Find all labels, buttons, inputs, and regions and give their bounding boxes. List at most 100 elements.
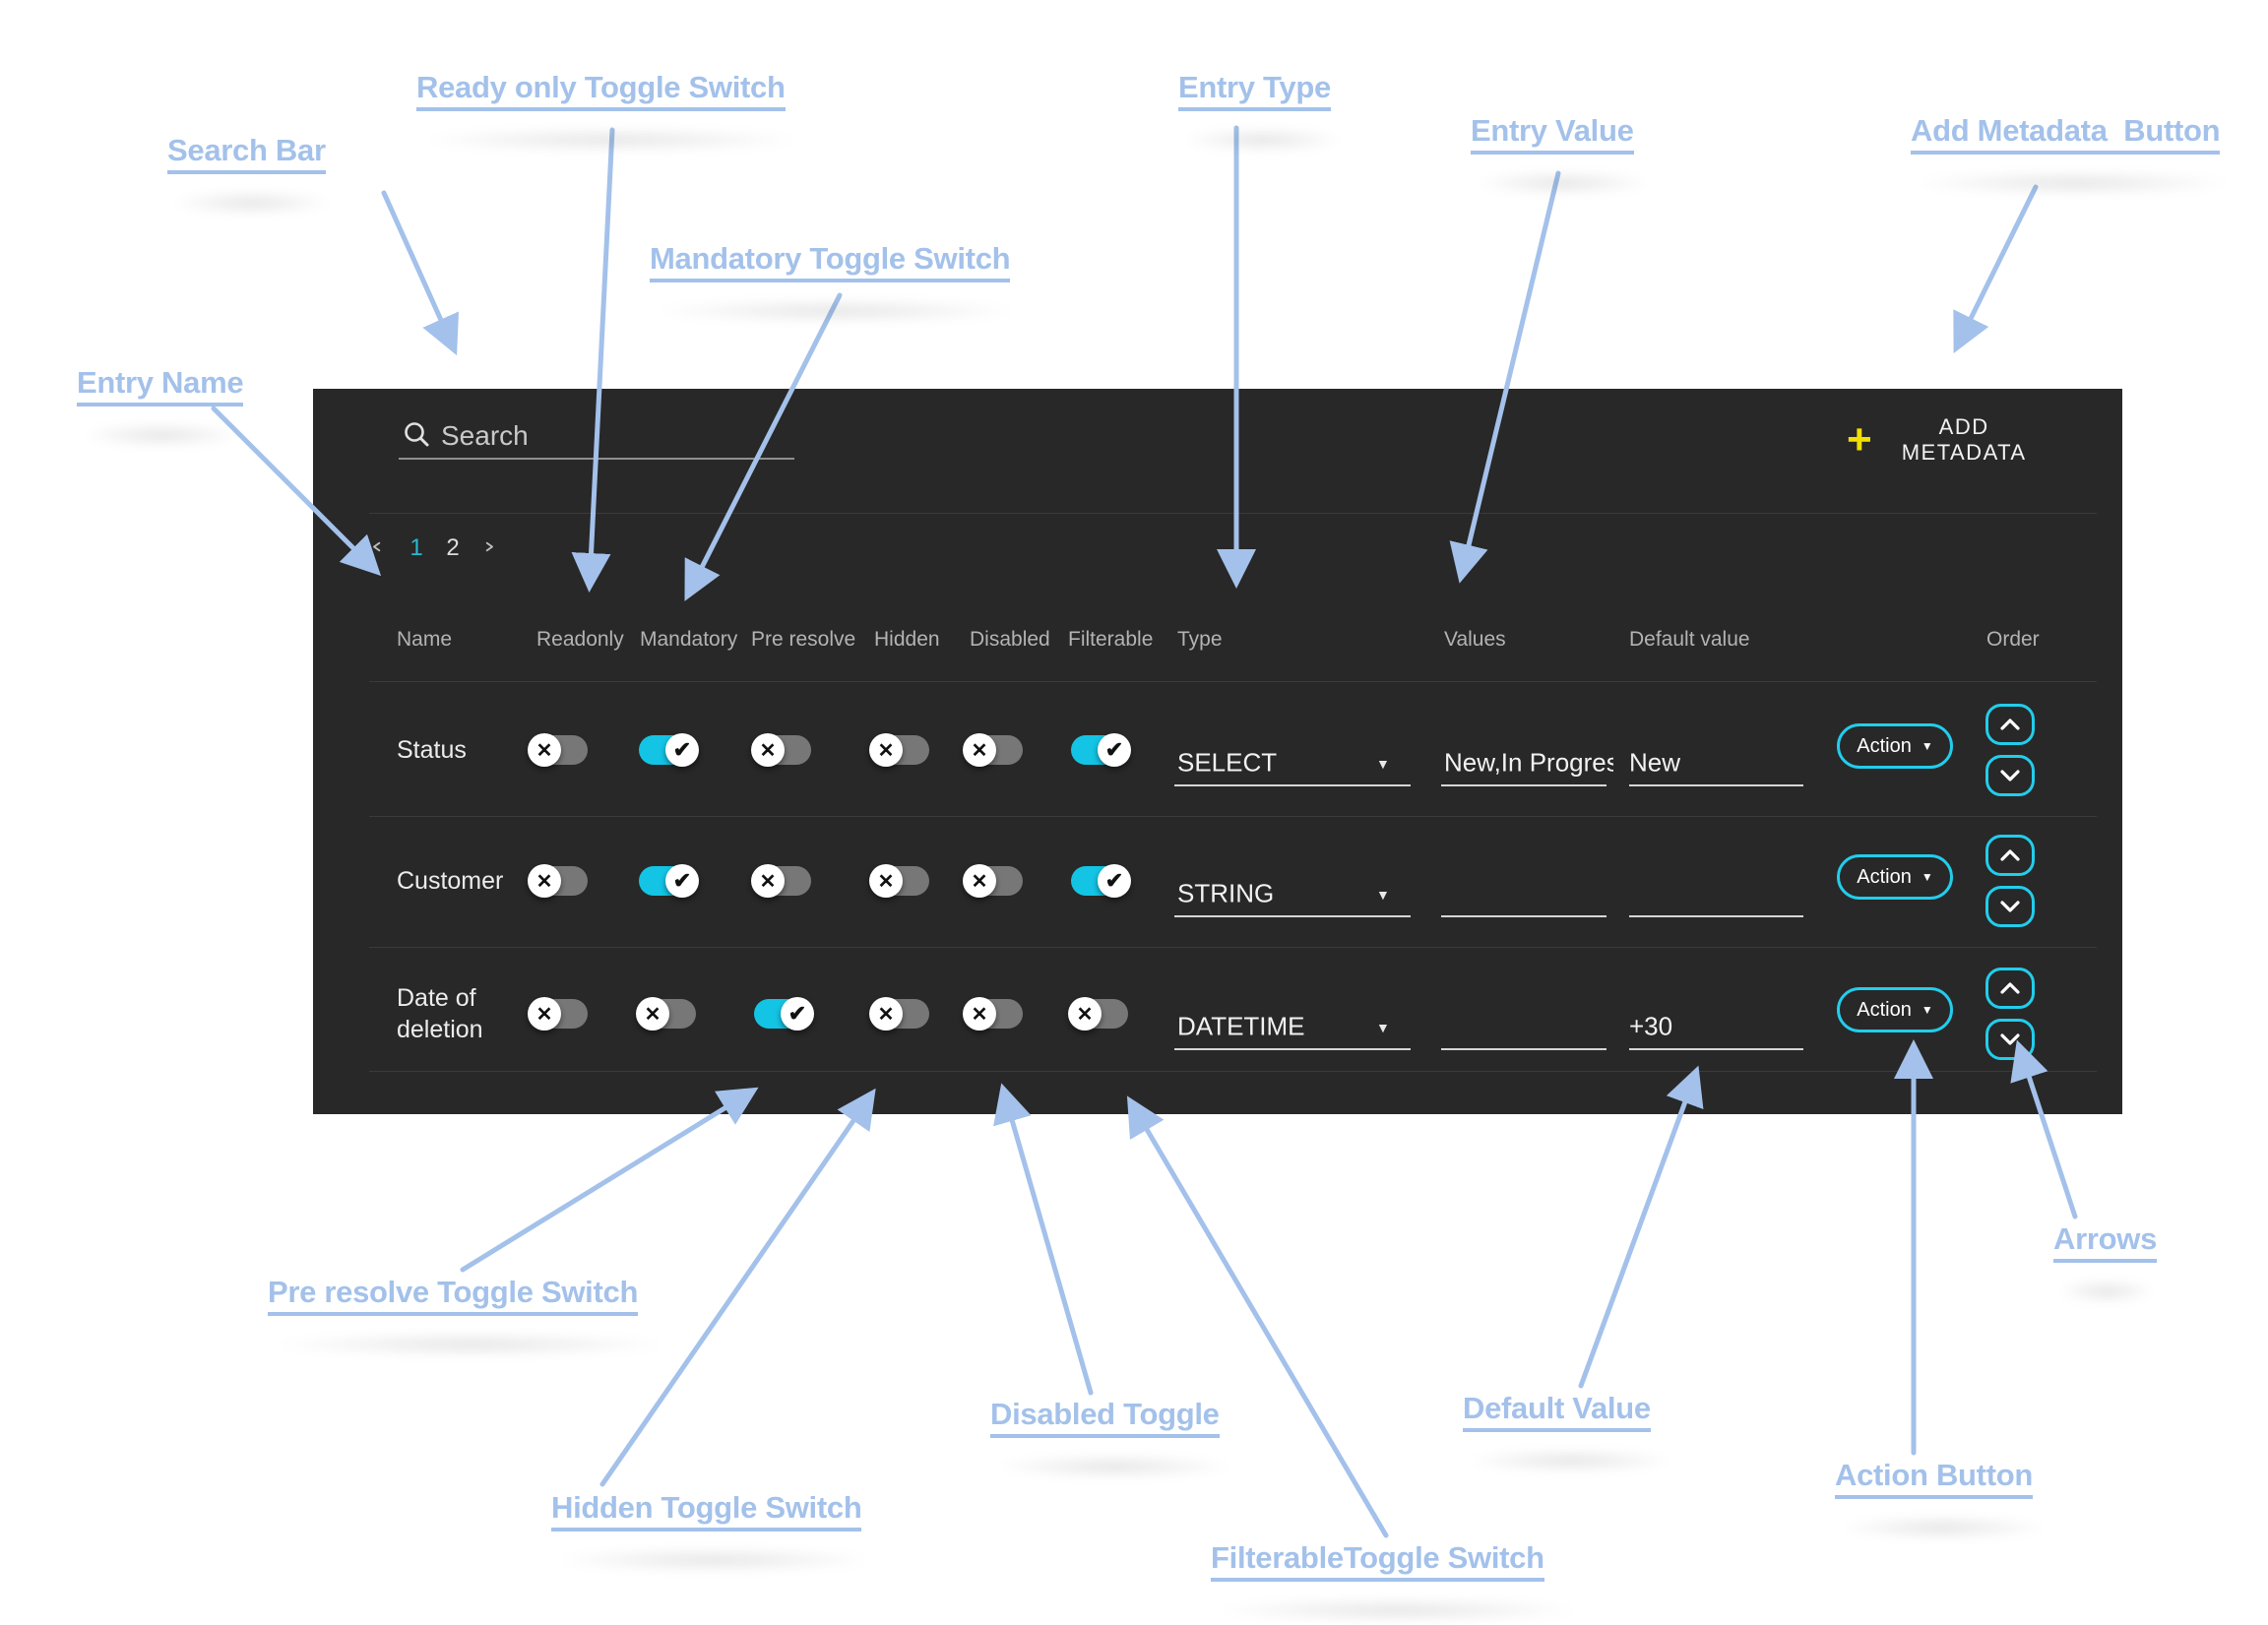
type-select[interactable]: DATETIME [1177, 1011, 1305, 1041]
hidden-toggle[interactable]: ✕ [869, 864, 929, 898]
default-value-field[interactable]: New [1629, 747, 1681, 778]
values-underline [1441, 1048, 1606, 1050]
readonly-toggle[interactable]: ✕ [528, 864, 588, 898]
check-icon: ✔ [665, 733, 699, 767]
disabled-toggle[interactable]: ✕ [963, 997, 1023, 1031]
annotation-filterable: FilterableToggle Switch [1211, 1541, 1544, 1582]
x-icon: ✕ [528, 997, 561, 1031]
label-shadow [83, 423, 240, 447]
label-shadow [557, 1548, 872, 1572]
x-icon: ✕ [1068, 997, 1102, 1031]
label-shadow [656, 299, 1018, 323]
action-caret-icon: ▼ [1921, 739, 1933, 753]
x-icon: ✕ [963, 733, 996, 767]
hidden-toggle[interactable]: ✕ [869, 733, 929, 767]
annotation-disabled: Disabled Toggle [990, 1398, 1220, 1438]
column-header-default: Default value [1629, 628, 1750, 651]
column-header-type: Type [1177, 628, 1223, 651]
values-underline [1441, 915, 1606, 917]
pagination-page-1[interactable]: 1 [404, 532, 428, 564]
order-up-button[interactable] [1985, 704, 2035, 745]
x-icon: ✕ [869, 733, 903, 767]
action-caret-icon: ▼ [1921, 870, 1933, 884]
label-shadow [173, 191, 331, 215]
preresolve-toggle[interactable]: ✕ [751, 864, 811, 898]
label-shadow [1841, 1516, 2046, 1539]
values-field[interactable]: New,In Progres [1444, 747, 1613, 778]
annotation-mandatory: Mandatory Toggle Switch [650, 242, 1011, 282]
label-shadow [996, 1455, 1232, 1478]
action-label: Action [1857, 865, 1912, 888]
readonly-toggle[interactable]: ✕ [528, 733, 588, 767]
filterable-toggle[interactable]: ✕ [1068, 997, 1128, 1031]
action-button[interactable]: Action▼ [1837, 723, 1953, 769]
column-header-readonly: Readonly [536, 628, 624, 651]
order-down-button[interactable] [1985, 886, 2035, 927]
column-header-mandatory: Mandatory [640, 628, 738, 651]
x-icon: ✕ [751, 864, 785, 898]
check-icon: ✔ [1098, 864, 1131, 898]
action-button[interactable]: Action ▼ [1837, 854, 1953, 900]
annotation-arrow-hidden [599, 1088, 876, 1487]
annotation-add-metadata: Add Metadata Button [1911, 114, 2221, 155]
default-value-underline [1629, 1048, 1803, 1050]
chevron-down-icon [2000, 901, 2020, 912]
action-caret-icon: ▼ [1921, 1003, 1933, 1017]
entry-name-cell: Date of deletion [397, 984, 483, 1043]
label-shadow [2059, 1280, 2154, 1303]
column-header-values: Values [1444, 628, 1506, 651]
disabled-toggle[interactable]: ✕ [963, 733, 1023, 767]
pagination-next-icon[interactable] [478, 539, 500, 558]
annotation-arrow-search-bar [381, 190, 459, 356]
add-metadata-label: ADD METADATA [1901, 414, 2027, 465]
column-header-name: Name [397, 628, 453, 651]
x-icon: ✕ [963, 997, 996, 1031]
label-shadow [1477, 171, 1650, 195]
annotation-arrow-add-metadata [1953, 184, 2039, 353]
column-header-filterable: Filterable [1068, 628, 1154, 651]
preresolve-toggle[interactable]: ✕ [751, 733, 811, 767]
order-up-button[interactable] [1985, 968, 2035, 1009]
column-header-hidden: Hidden [874, 628, 940, 651]
annotation-pre-resolve: Pre resolve Toggle Switch [268, 1276, 638, 1316]
pagination-prev-icon[interactable] [366, 539, 388, 558]
action-label: Action [1857, 998, 1912, 1021]
x-icon: ✕ [869, 864, 903, 898]
label-shadow [1469, 1449, 1673, 1472]
select-caret-icon: ▼ [1376, 756, 1390, 772]
order-down-button[interactable] [1985, 755, 2035, 796]
row-divider [369, 947, 2097, 948]
label-shadow [1917, 171, 2232, 195]
values-underline [1441, 784, 1606, 786]
add-metadata-button[interactable]: + ADD METADATA [1847, 414, 2027, 465]
search-underline [399, 458, 794, 460]
annotation-entry-type: Entry Type [1178, 71, 1331, 111]
mandatory-toggle[interactable]: ✔ [639, 733, 699, 767]
mandatory-toggle[interactable]: ✔ [639, 864, 699, 898]
x-icon: ✕ [636, 997, 669, 1031]
default-value-underline [1629, 915, 1803, 917]
default-value-field[interactable]: +30 [1629, 1011, 1673, 1041]
check-icon: ✔ [781, 997, 814, 1031]
column-header-preresolve: Pre resolve [751, 628, 856, 651]
annotation-entry-name: Entry Name [77, 366, 244, 406]
order-up-button[interactable] [1985, 835, 2035, 876]
hidden-toggle[interactable]: ✕ [869, 997, 929, 1031]
preresolve-toggle[interactable]: ✔ [754, 997, 814, 1031]
action-button[interactable]: Action ▼ [1837, 987, 1953, 1032]
mandatory-toggle[interactable]: ✕ [636, 997, 696, 1031]
annotation-default-value: Default Value [1463, 1392, 1651, 1432]
label-shadow [1184, 128, 1342, 152]
disabled-toggle[interactable]: ✕ [963, 864, 1023, 898]
filterable-toggle[interactable]: ✔ [1071, 733, 1131, 767]
search-input[interactable] [439, 417, 778, 455]
type-select[interactable]: SELECT [1177, 747, 1278, 778]
order-down-button[interactable] [1985, 1019, 2035, 1060]
select-caret-icon: ▼ [1376, 1020, 1390, 1035]
label-shadow [1217, 1598, 1579, 1622]
readonly-toggle[interactable]: ✕ [528, 997, 588, 1031]
filterable-toggle[interactable]: ✔ [1071, 864, 1131, 898]
type-select[interactable]: STRING [1177, 878, 1275, 908]
pagination-page-2[interactable]: 2 [440, 532, 465, 564]
